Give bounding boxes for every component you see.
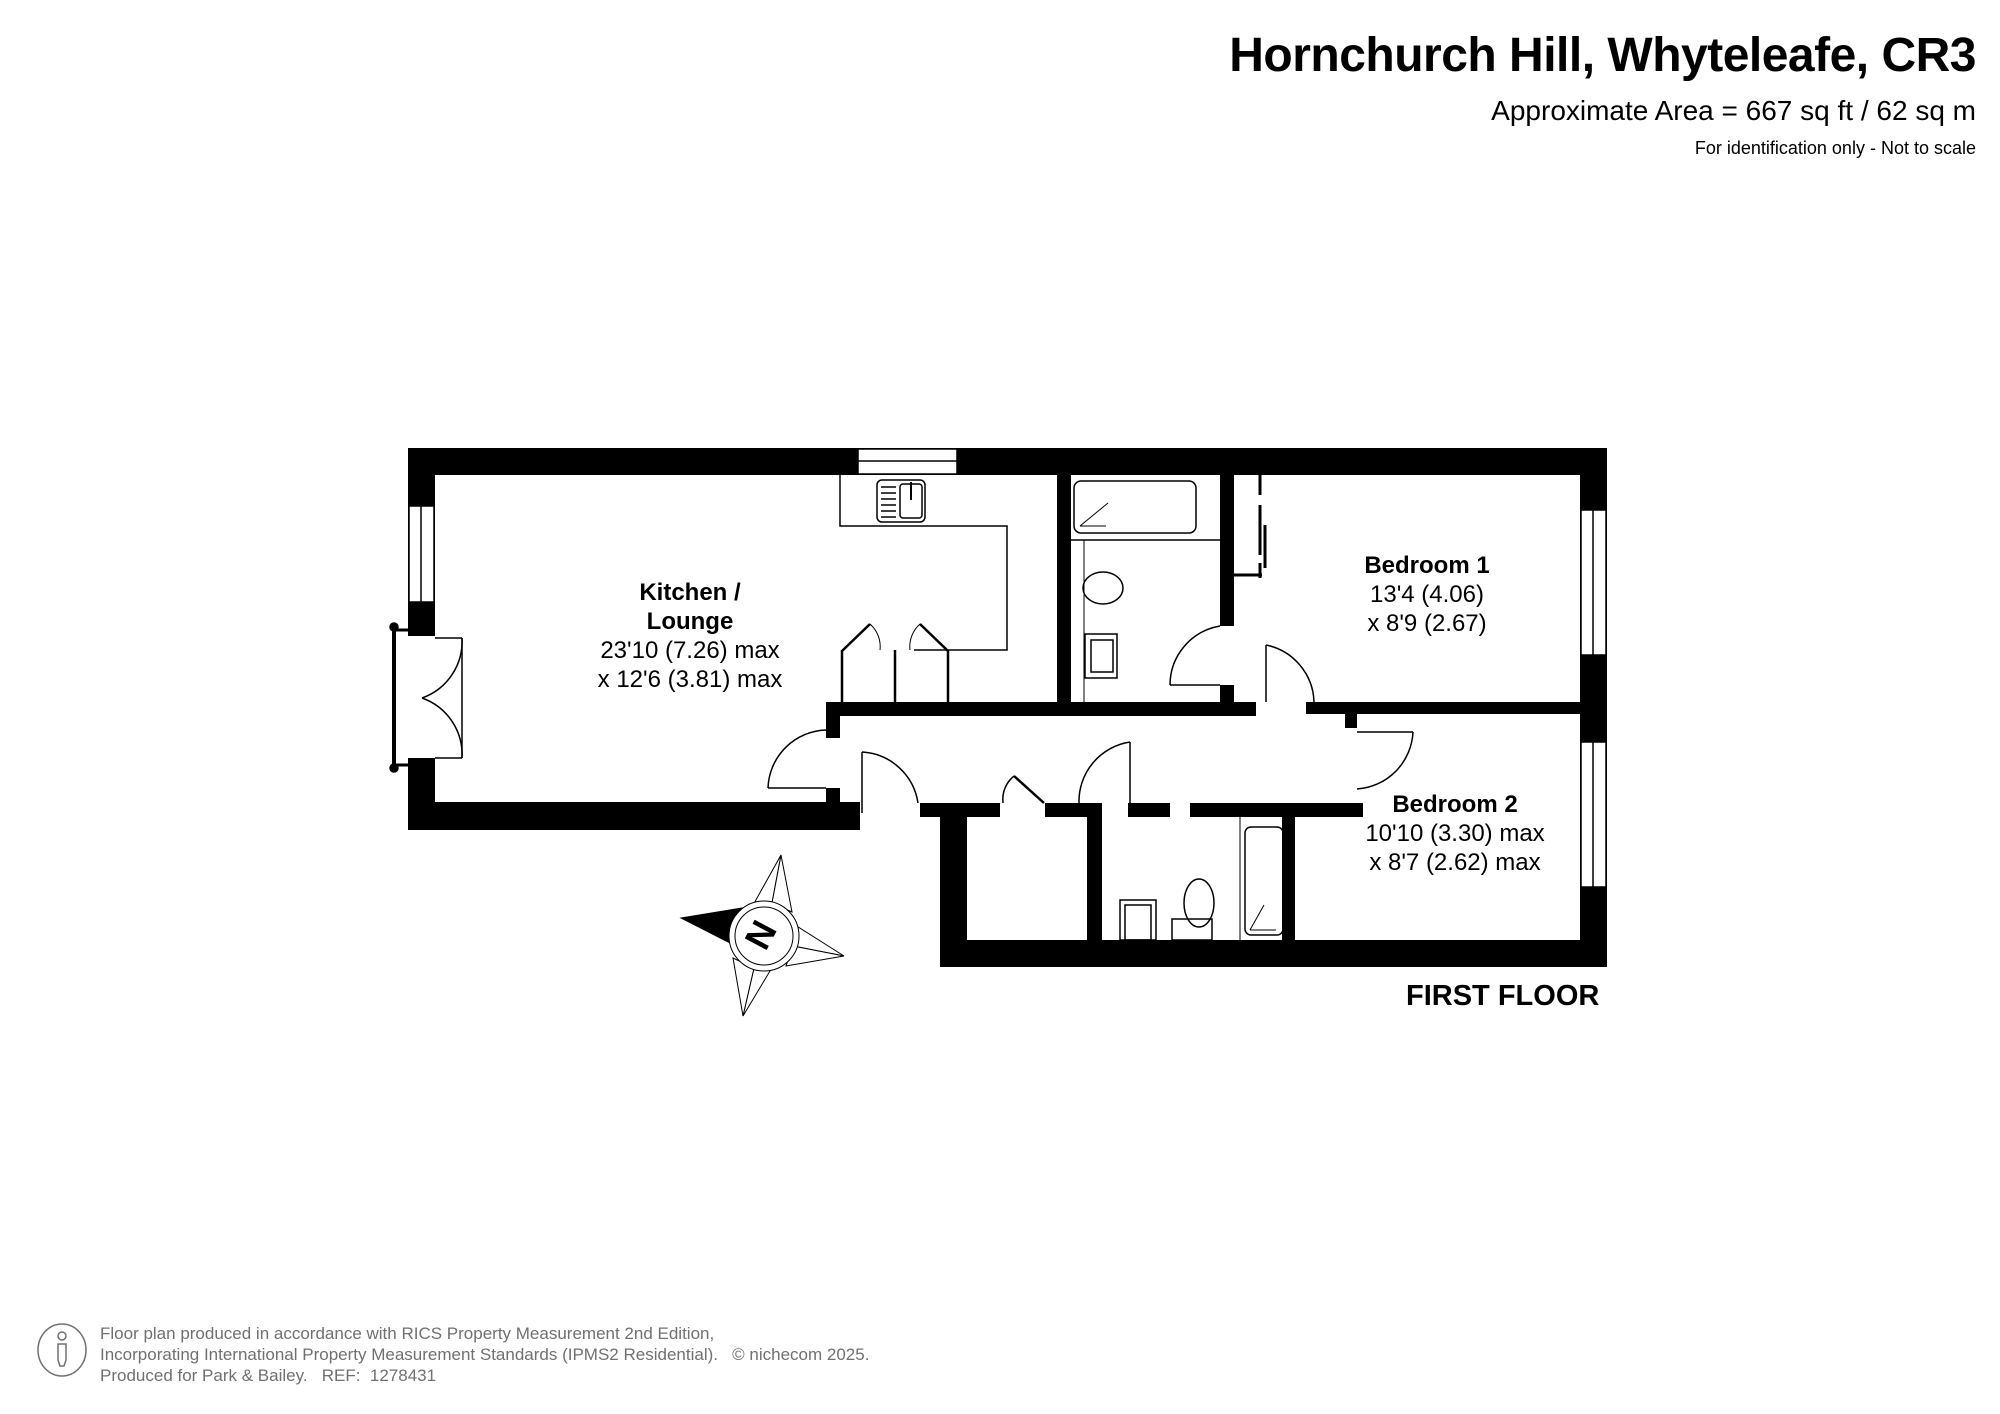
room-name: Lounge xyxy=(646,608,734,635)
room-name: Bedroom 2 xyxy=(1392,791,1518,818)
room-dimension: x 12'6 (3.81) max xyxy=(597,666,783,693)
room-dimension: 23'10 (7.26) max xyxy=(600,637,780,664)
property-title: Hornchurch Hill, Whyteleafe, CR3 xyxy=(1229,29,1976,82)
bathroom-fixtures-top xyxy=(1071,480,1221,702)
floor-label: FIRST FLOOR xyxy=(1406,980,1600,1012)
room-dimension: 13'4 (4.06) xyxy=(1369,581,1484,608)
french-doors xyxy=(389,622,463,773)
footer-line-1: Floor plan produced in accordance with R… xyxy=(100,1324,715,1343)
kitchen-counter xyxy=(839,475,1008,651)
kitchen-cupboards xyxy=(840,623,950,702)
room-dimension: x 8'9 (2.67) xyxy=(1367,610,1487,637)
room-label-bedroom-2: Bedroom 2 10'10 (3.30) max x 8'7 (2.62) … xyxy=(1365,790,1544,877)
room-name: Kitchen / xyxy=(639,579,741,606)
bathroom-fixtures-lower xyxy=(1119,817,1284,941)
windows xyxy=(408,448,1607,888)
room-dimension: x 8'7 (2.62) max xyxy=(1369,849,1541,876)
footer-line-2: Incorporating International Property Mea… xyxy=(100,1345,870,1364)
corridor-doors xyxy=(767,729,1414,813)
room-label-kitchen-lounge: Kitchen / Lounge 23'10 (7.26) max x 12'6… xyxy=(598,578,783,694)
approximate-area: Approximate Area = 667 sq ft / 62 sq m xyxy=(1491,95,1976,126)
scale-disclaimer: For identification only - Not to scale xyxy=(1694,138,1976,158)
room-name: Bedroom 1 xyxy=(1364,552,1490,579)
footer-credits: Floor plan produced in accordance with R… xyxy=(100,1323,869,1386)
room-dimension: 10'10 (3.30) max xyxy=(1365,820,1545,847)
footer-line-3: Produced for Park & Bailey. REF: 1278431 xyxy=(100,1366,437,1385)
compass-icon xyxy=(679,854,845,1017)
room-label-bedroom-1: Bedroom 1 13'4 (4.06) x 8'9 (2.67) xyxy=(1364,551,1489,638)
wardrobe xyxy=(1234,475,1267,578)
bedroom1-door xyxy=(1265,644,1315,703)
person-info-icon xyxy=(37,1323,87,1377)
